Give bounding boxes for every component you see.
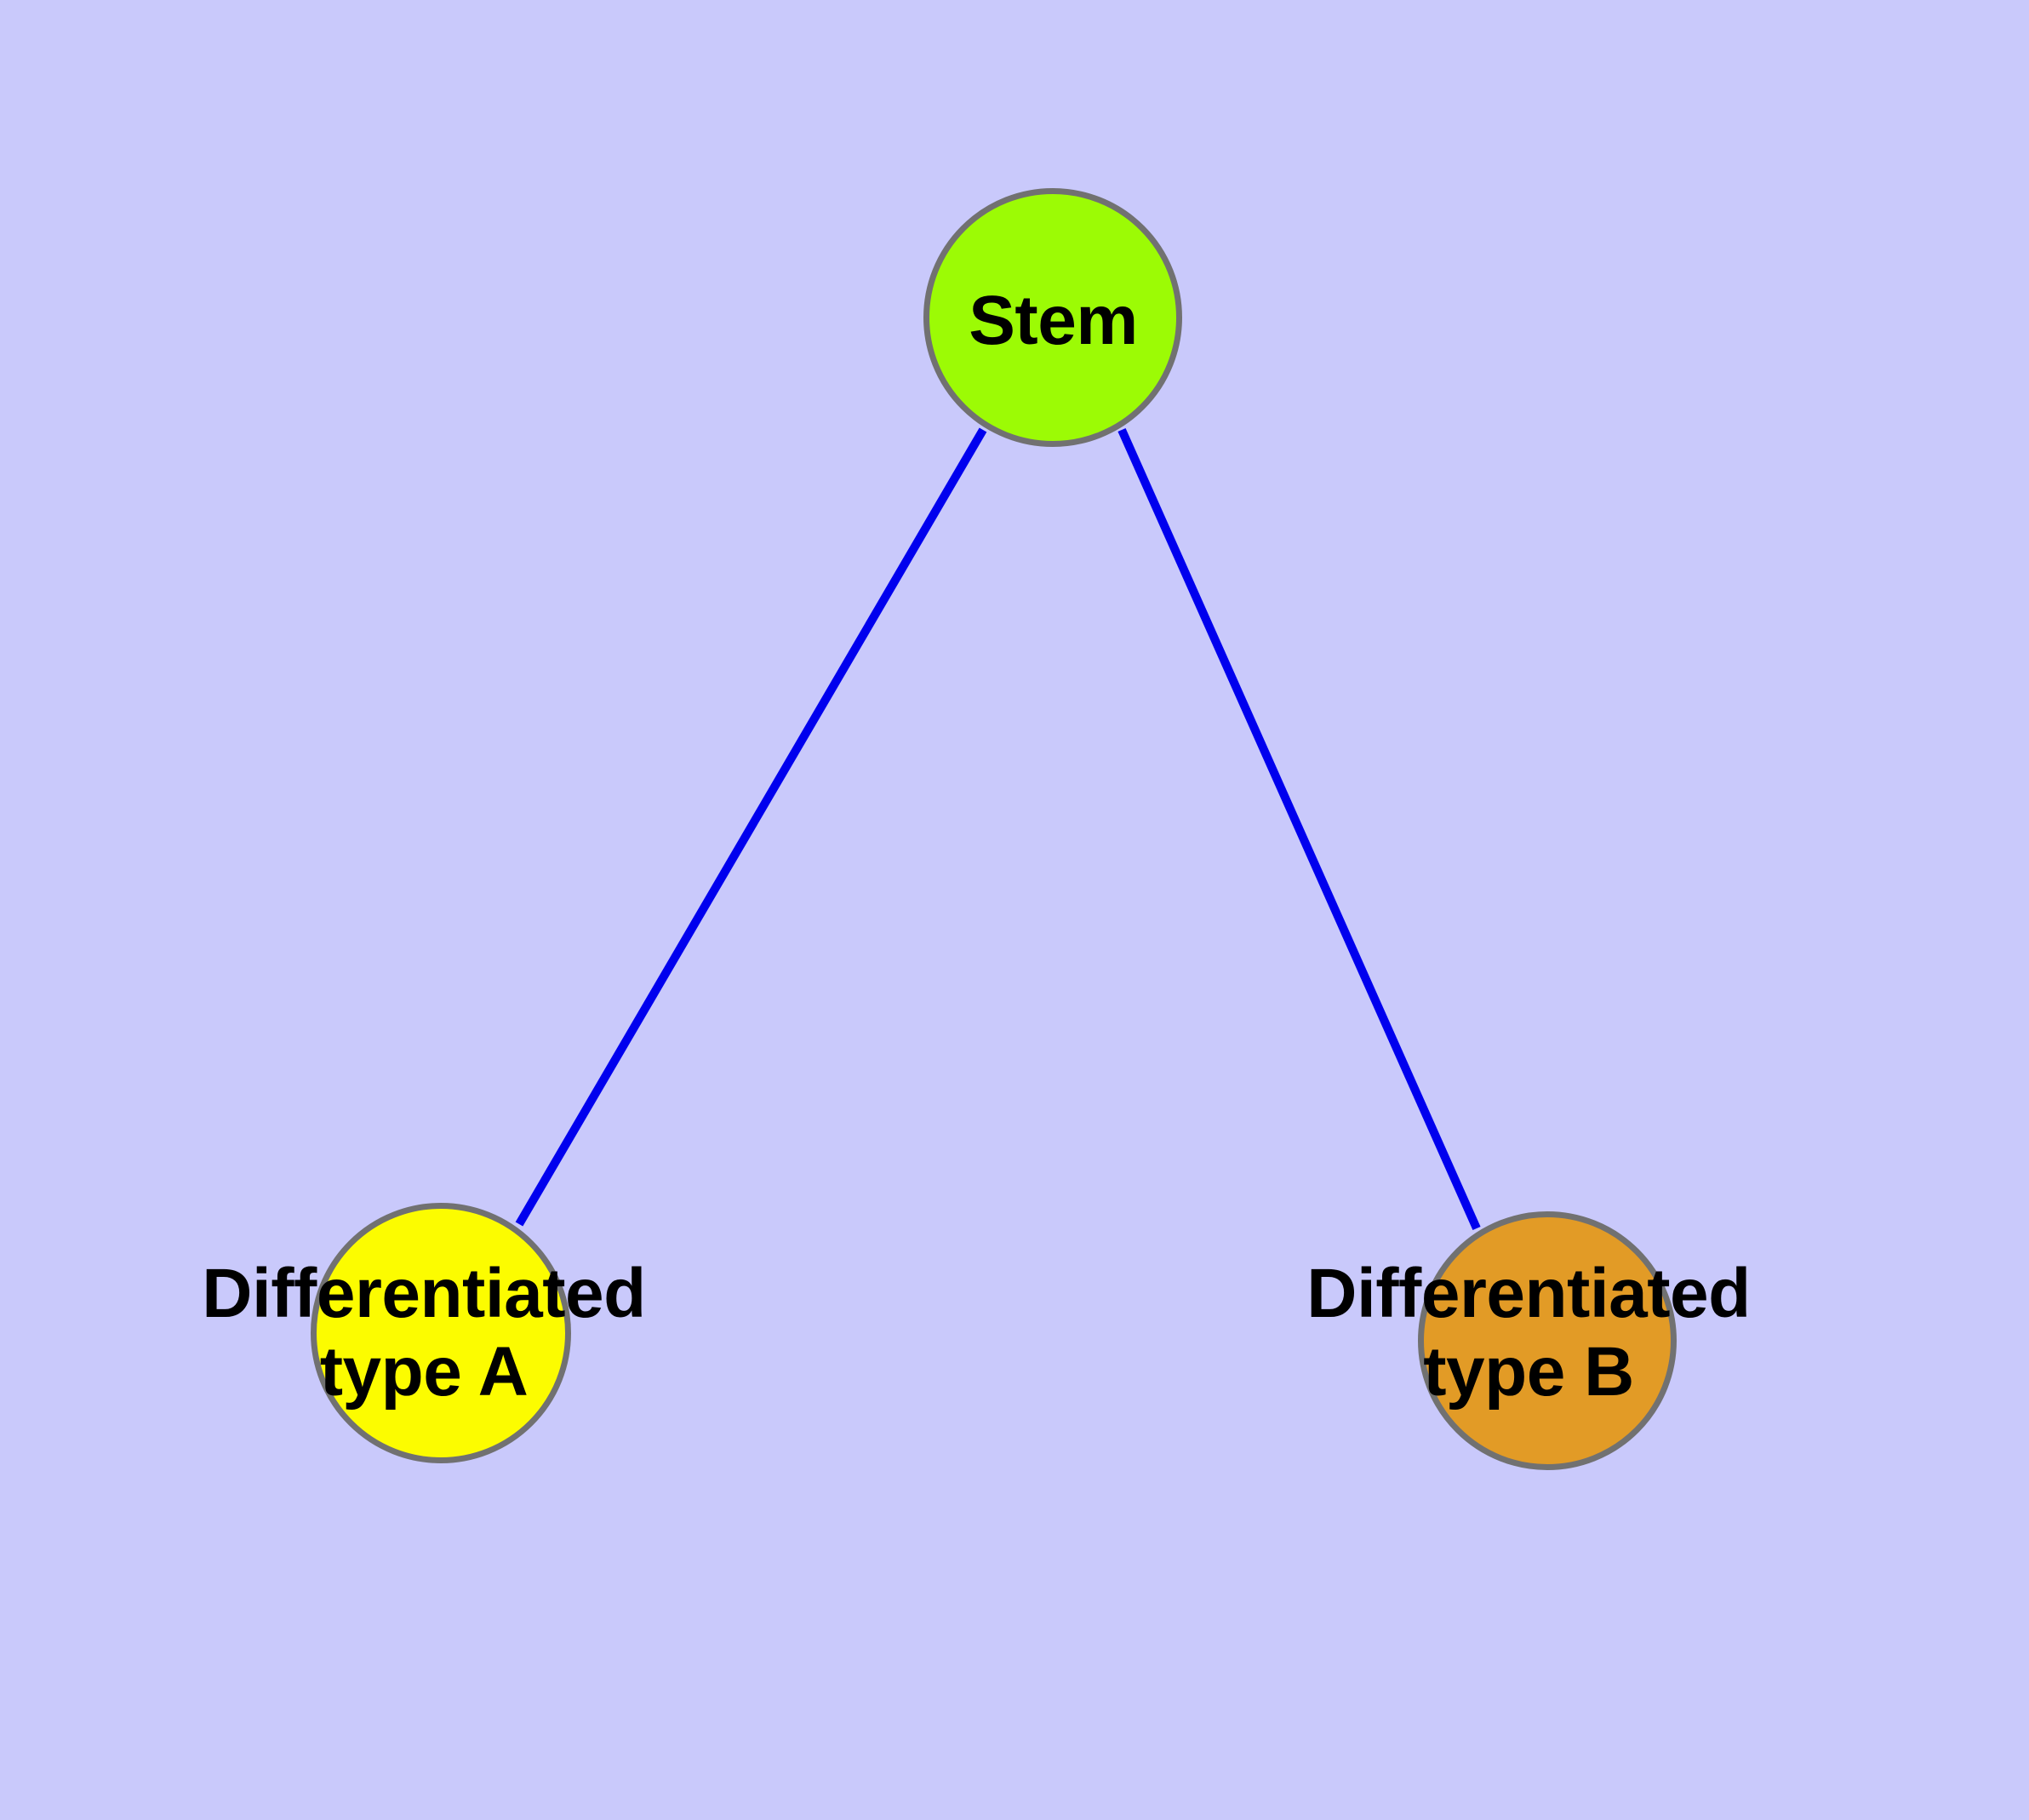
node-label-differentiated-type-b: Differentiated type B — [1306, 1255, 1751, 1411]
edge-stem-to-diff-b — [1117, 427, 1481, 1231]
edge-stem-to-diff-a — [515, 427, 987, 1227]
node-differentiated-type-a[interactable] — [311, 1203, 571, 1463]
node-differentiated-type-b[interactable] — [1418, 1211, 1677, 1470]
node-label-differentiated-type-a: Differentiated type A — [202, 1255, 646, 1411]
node-stem[interactable] — [923, 188, 1182, 447]
node-label-stem: Stem — [969, 282, 1138, 359]
